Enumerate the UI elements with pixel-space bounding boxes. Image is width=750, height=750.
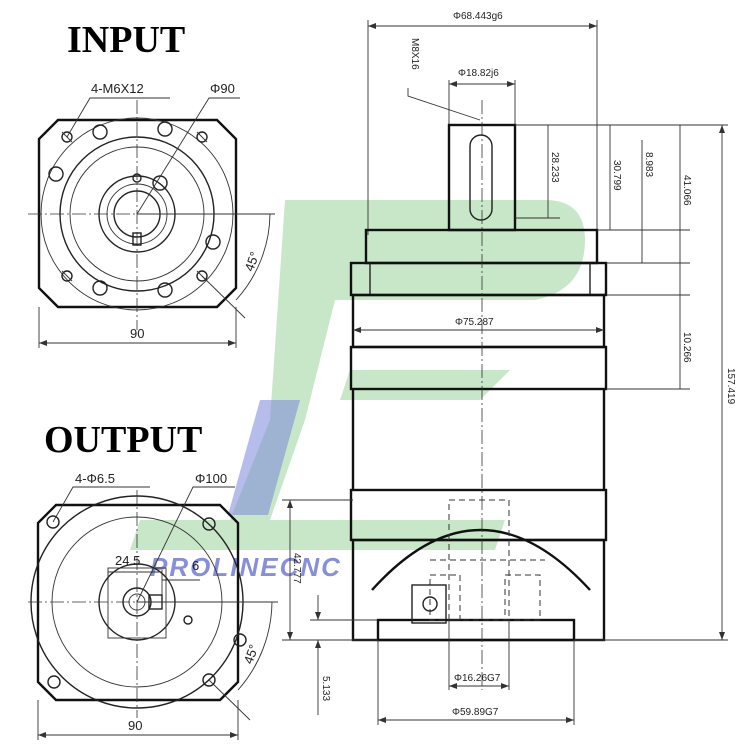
output-bolt-label: 4-Φ6.5: [75, 471, 115, 486]
side-elevation-view: Φ68.443g6 M8X16 Φ18.82j6: [282, 11, 736, 725]
lower-length-label: 42.777: [291, 553, 302, 584]
output-key-height-label: 24.5: [115, 553, 140, 568]
input-angle-label: 45°: [242, 250, 263, 274]
output-title: OUTPUT: [44, 419, 202, 461]
shaft-length-label: 28.233: [549, 152, 560, 183]
output-width-label: 90: [128, 718, 142, 733]
spigot-diameter-label: Φ59.89G7: [452, 707, 499, 718]
dim-30799-label: 30.799: [611, 160, 622, 191]
prolinecnc-watermark-logo: PROLINECNC: [130, 200, 585, 582]
output-flange-view: 4-Φ6.5 Φ100 24.5 6 45° 90: [28, 471, 278, 740]
dim-8983-label: 8.983: [643, 152, 654, 177]
watermark-text: PROLINECNC: [150, 552, 342, 582]
bore-diameter-label: Φ16.26G7: [454, 673, 501, 684]
mid-diameter-label: Φ75.287: [455, 317, 494, 328]
dim-41066-label: 41.066: [681, 175, 692, 206]
input-pcd-label: Φ90: [210, 81, 235, 96]
output-angle-label: 45°: [241, 642, 262, 666]
input-width-label: 90: [130, 326, 144, 341]
input-flange-view: 4-M6X12 Φ90 45° 90: [28, 81, 275, 348]
bottom-offset-label: 5.133: [320, 676, 331, 701]
dim-10266-label: 10.266: [681, 332, 692, 363]
shaft-diameter-label: Φ18.82j6: [458, 68, 499, 79]
thread-label: M8X16: [409, 38, 420, 70]
input-title: INPUT: [67, 19, 185, 61]
top-diameter-label: Φ68.443g6: [453, 11, 503, 22]
output-key-width-label: 6: [192, 558, 199, 573]
total-length-label: 157.419: [725, 368, 736, 405]
output-pcd-label: Φ100: [195, 471, 227, 486]
input-bolt-label: 4-M6X12: [91, 81, 144, 96]
